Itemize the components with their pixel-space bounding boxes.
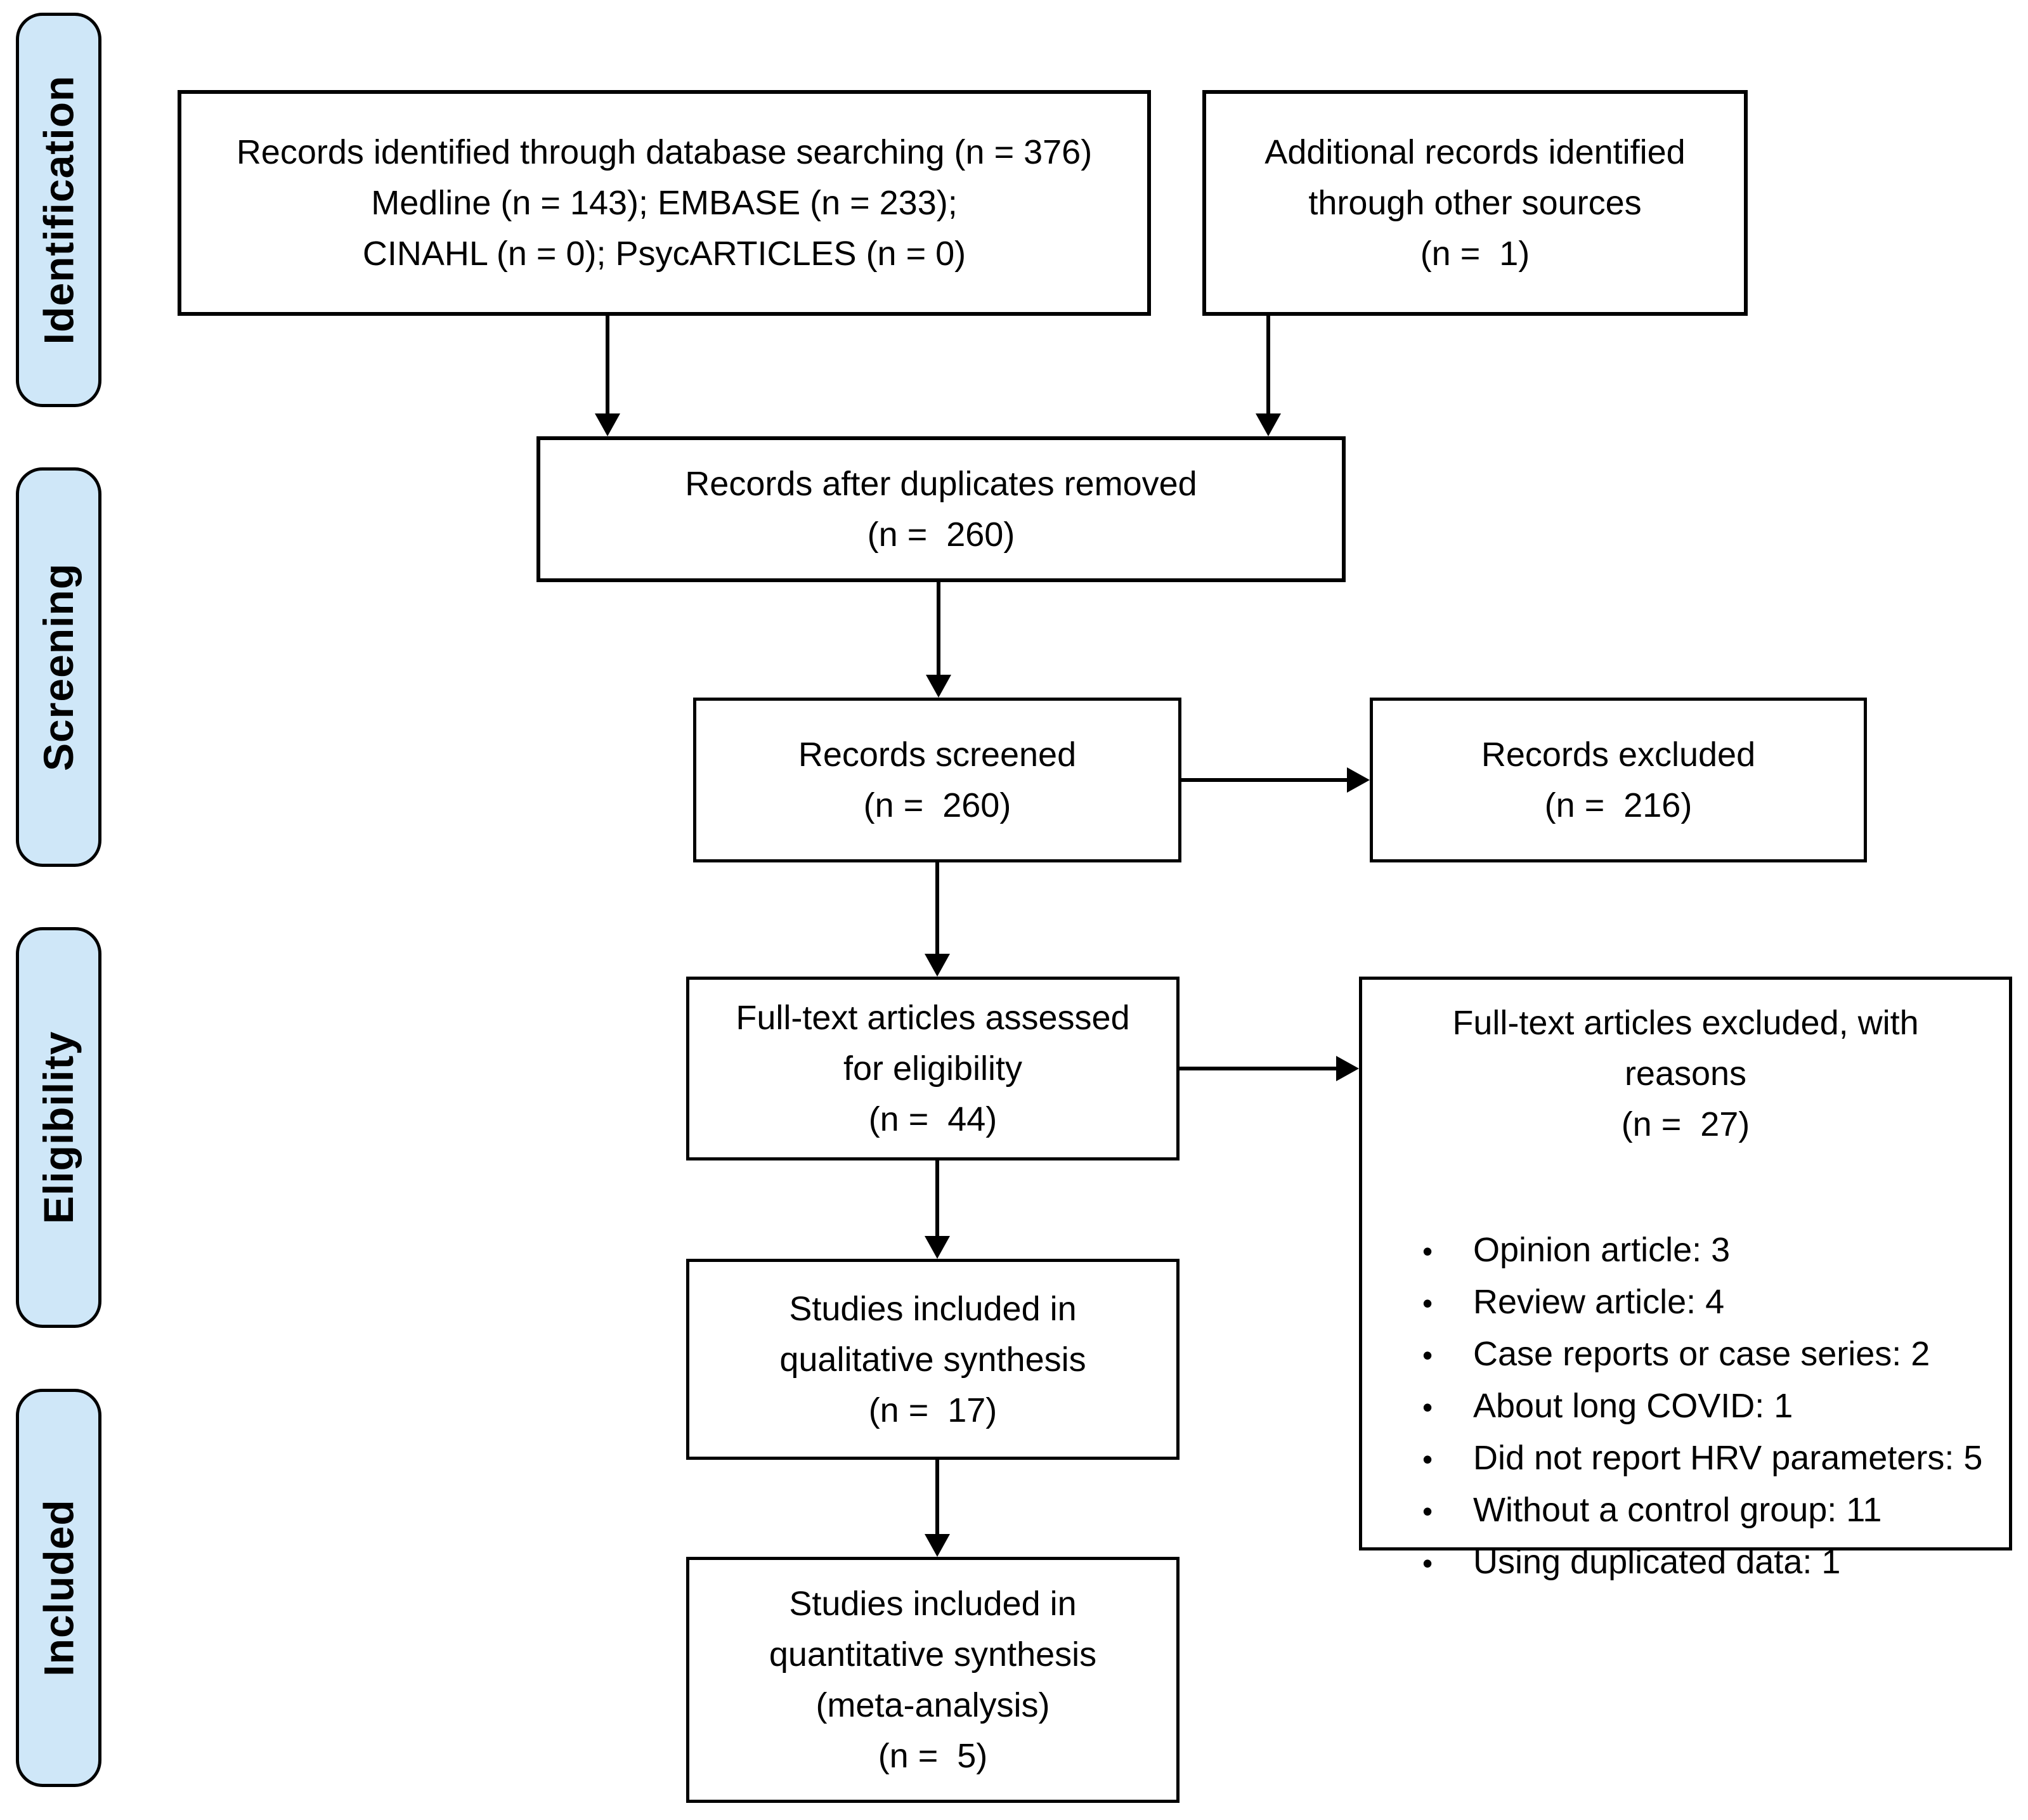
box-records-identified-database-line-2: Medline (n = 143); EMBASE (n = 233); [371, 184, 958, 222]
box-additional-records-line-3: (n = 1) [1420, 235, 1530, 273]
box-fulltext-assessed: Full-text articles assessed for eligibil… [686, 977, 1180, 1160]
exclusion-reason-text: About long COVID: 1 [1473, 1387, 1793, 1425]
arrow-database-to-duplicates-icon [606, 316, 609, 415]
arrow-fulltext-to-excluded-reasons-icon [1180, 1067, 1337, 1070]
box-qualitative-synthesis-line-3: (n = 17) [868, 1391, 998, 1429]
exclusion-reason-item: Opinion article: 3 [1422, 1225, 1982, 1277]
arrow-fulltext-to-qualitative-icon [935, 1160, 939, 1237]
exclusion-reason-text: Without a control group: 11 [1473, 1491, 1882, 1529]
exclusion-reasons-list: Opinion article: 3 Review article: 4 Cas… [1362, 1225, 2001, 1589]
stage-label-identification: Identification [16, 13, 101, 407]
exclusion-reason-item: Without a control group: 11 [1422, 1485, 1982, 1537]
box-qualitative-synthesis-line-1: Studies included in [789, 1289, 1077, 1328]
stage-label-included: Included [16, 1389, 101, 1787]
exclusion-reason-text: Case reports or case series: 2 [1473, 1335, 1930, 1373]
box-additional-records-line-2: through other sources [1308, 184, 1642, 222]
exclusion-reason-text: Using duplicated data: 1 [1473, 1543, 1841, 1581]
box-records-excluded: Records excluded (n = 216) [1370, 698, 1867, 862]
exclusion-reason-item: Case reports or case series: 2 [1422, 1329, 1982, 1381]
stage-label-screening: Screening [16, 467, 101, 867]
box-records-identified-database-line-3: CINAHL (n = 0); PsycARTICLES (n = 0) [362, 235, 966, 273]
stage-label-eligibility-text: Eligibility [35, 1030, 82, 1225]
box-duplicates-removed-line-2: (n = 260) [867, 516, 1015, 554]
exclusion-reason-item: Review article: 4 [1422, 1277, 1982, 1329]
box-records-excluded-line-2: (n = 216) [1544, 786, 1693, 824]
box-additional-records: Additional records identified through ot… [1202, 90, 1748, 316]
exclusion-reason-item: Using duplicated data: 1 [1422, 1537, 1982, 1589]
box-qualitative-synthesis-line-2: qualitative synthesis [779, 1340, 1086, 1379]
box-fulltext-excluded-title-line-1: Full-text articles excluded, with [1452, 1004, 1919, 1042]
box-fulltext-assessed-line-2: for eligibility [843, 1050, 1023, 1088]
arrow-screened-to-fulltext-icon [935, 862, 939, 955]
arrow-screened-to-excluded-icon [1181, 778, 1348, 782]
stage-label-identification-text: Identification [35, 75, 82, 345]
exclusion-reason-text: Did not report HRV parameters: 5 [1473, 1439, 1983, 1477]
box-quantitative-synthesis-line-2: quantitative synthesis [769, 1635, 1097, 1674]
exclusion-reason-text: Review article: 4 [1473, 1283, 1725, 1321]
box-duplicates-removed-line-1: Records after duplicates removed [685, 465, 1197, 503]
box-fulltext-assessed-line-1: Full-text articles assessed [736, 999, 1130, 1037]
stage-label-included-text: Included [35, 1499, 82, 1677]
exclusion-reason-text: Opinion article: 3 [1473, 1231, 1731, 1269]
box-fulltext-excluded-reasons: Full-text articles excluded, with reason… [1359, 977, 2012, 1581]
box-records-identified-database-line-1: Records identified through database sear… [236, 133, 1093, 171]
box-fulltext-excluded-title-line-3: (n = 27) [1621, 1105, 1750, 1143]
box-records-screened-line-1: Records screened [798, 736, 1077, 774]
box-records-screened: Records screened (n = 260) [693, 698, 1181, 862]
box-quantitative-synthesis-line-3: (meta-analysis) [816, 1686, 1050, 1724]
box-duplicates-removed: Records after duplicates removed (n = 26… [536, 436, 1346, 582]
arrow-other-sources-to-duplicates-icon [1266, 316, 1270, 415]
box-additional-records-line-1: Additional records identified [1264, 133, 1686, 171]
box-quantitative-synthesis-line-4: (n = 5) [878, 1737, 988, 1775]
box-records-screened-line-2: (n = 260) [863, 786, 1011, 824]
box-quantitative-synthesis-line-1: Studies included in [789, 1585, 1077, 1623]
box-fulltext-assessed-line-3: (n = 44) [868, 1100, 998, 1138]
arrow-qualitative-to-quantitative-icon [935, 1460, 939, 1535]
box-fulltext-excluded-title-line-2: reasons [1624, 1055, 1747, 1093]
exclusion-reason-item: About long COVID: 1 [1422, 1381, 1982, 1433]
box-records-excluded-line-1: Records excluded [1481, 736, 1756, 774]
arrow-duplicates-to-screened-icon [937, 582, 940, 676]
box-qualitative-synthesis: Studies included in qualitative synthesi… [686, 1259, 1180, 1460]
stage-label-eligibility: Eligibility [16, 927, 101, 1328]
stage-label-screening-text: Screening [35, 562, 82, 772]
box-records-identified-database: Records identified through database sear… [178, 90, 1151, 316]
box-quantitative-synthesis: Studies included in quantitative synthes… [686, 1557, 1180, 1803]
exclusion-reason-item: Did not report HRV parameters: 5 [1422, 1433, 1982, 1485]
